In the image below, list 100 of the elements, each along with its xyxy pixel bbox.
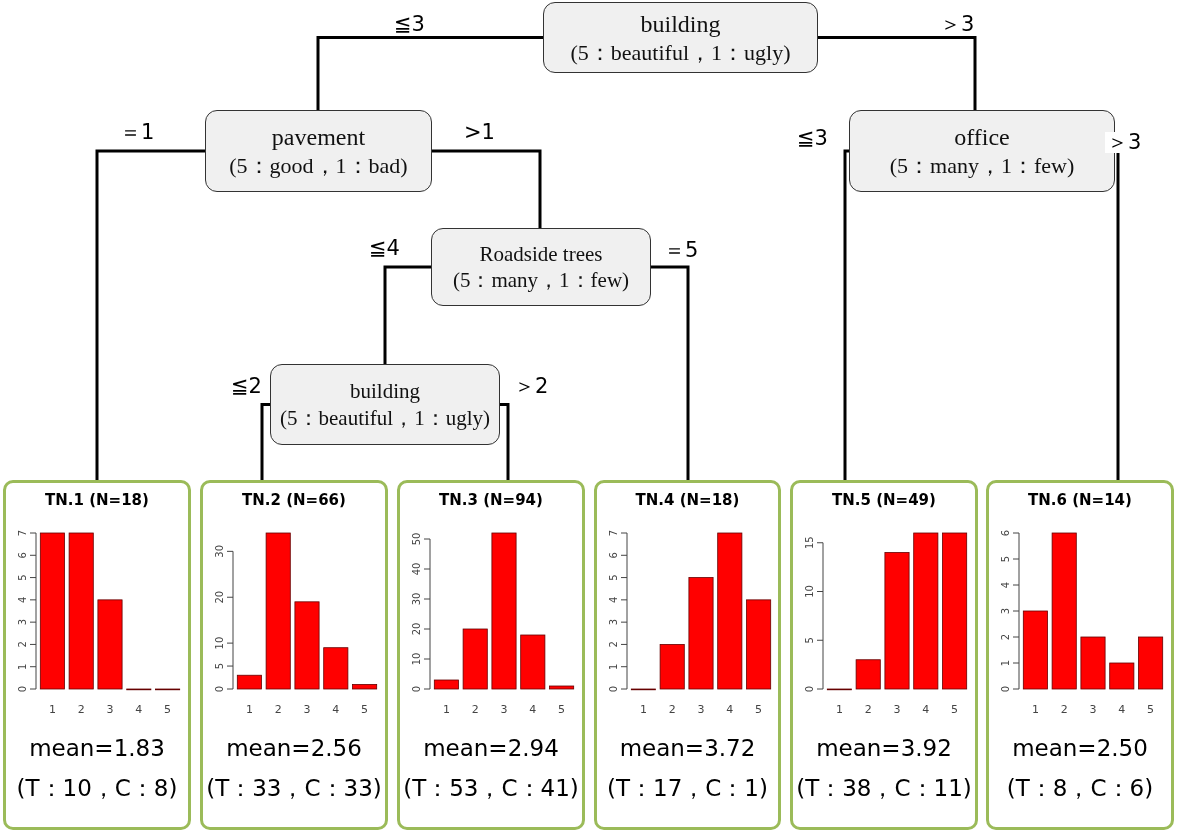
tick-label: 30 xyxy=(214,545,225,558)
terminal-node xyxy=(594,480,781,830)
tick-label: 5 xyxy=(214,662,225,670)
mean-value: mean=2.94 xyxy=(422,735,560,761)
decision-node xyxy=(431,228,651,306)
category-label: 2 xyxy=(471,703,479,716)
tick-label: 0 xyxy=(608,685,619,693)
category-label: 5 xyxy=(755,703,763,716)
node-title: Roadside trees xyxy=(479,240,603,267)
category-label: 4 xyxy=(1118,703,1126,716)
node-subtitle: (5：beautiful，1：ugly) xyxy=(570,38,791,67)
category-label: 4 xyxy=(135,703,143,716)
category-label: 1 xyxy=(48,703,56,716)
tick-label: 20 xyxy=(214,590,225,604)
tick-label: 0 xyxy=(1000,685,1011,693)
decision-node xyxy=(543,2,818,73)
node-subtitle: (5：many，1：few) xyxy=(452,267,630,294)
category-label: 3 xyxy=(106,703,114,716)
node-subtitle: (5：many，1：few) xyxy=(889,152,1075,180)
tick-label: 3 xyxy=(1000,607,1011,615)
node-title: TN.2 (N=66) xyxy=(241,491,347,509)
tick-label: 2 xyxy=(17,641,28,648)
node-title: TN.4 (N=18) xyxy=(634,491,741,509)
connector-line xyxy=(818,36,977,110)
category-label: 1 xyxy=(1031,703,1039,716)
node-title: pavement xyxy=(271,123,366,153)
category-label: 2 xyxy=(668,703,676,716)
connector-line xyxy=(316,36,543,110)
tick-label: 7 xyxy=(608,529,619,537)
category-label: 4 xyxy=(332,703,340,716)
tick-label: 6 xyxy=(1000,529,1011,537)
connector-line xyxy=(383,265,431,364)
tick-label: 4 xyxy=(17,596,28,604)
count-text: (T：17，C：1) xyxy=(606,774,769,803)
terminal-node xyxy=(3,480,191,830)
category-label: 1 xyxy=(442,703,450,716)
category-label: 5 xyxy=(1147,703,1155,716)
tick-label: 6 xyxy=(608,552,619,559)
category-label: 1 xyxy=(639,703,647,716)
mean-value: mean=3.92 xyxy=(815,735,953,761)
category-label: 4 xyxy=(922,703,930,716)
tick-label: 15 xyxy=(804,536,815,550)
tick-label: 7 xyxy=(17,529,28,537)
category-label: 3 xyxy=(893,703,901,716)
tick-label: 30 xyxy=(411,592,422,606)
tick-label: 0 xyxy=(214,685,225,693)
tick-label: 2 xyxy=(1000,633,1011,641)
connector-line xyxy=(651,265,690,480)
tick-label: 5 xyxy=(17,574,28,581)
terminal-node xyxy=(397,480,585,830)
connector-line xyxy=(843,149,849,480)
count-text: (T：33，C：33) xyxy=(205,774,383,803)
tick-label: 0 xyxy=(411,685,422,693)
tick-label: 10 xyxy=(411,652,422,666)
category-label: 2 xyxy=(864,703,872,716)
terminal-node xyxy=(986,480,1174,830)
tick-label: 1 xyxy=(1000,659,1011,667)
node-subtitle: (5：beautiful，1：ugly) xyxy=(280,404,490,431)
category-label: 3 xyxy=(1089,703,1097,716)
category-label: 4 xyxy=(726,703,734,716)
category-label: 2 xyxy=(274,703,282,716)
decision-node xyxy=(205,110,432,192)
connector-line xyxy=(500,403,510,480)
node-title: building xyxy=(640,9,721,39)
tick-label: 5 xyxy=(1000,555,1011,563)
category-label: 2 xyxy=(1060,703,1068,716)
mean-value: mean=1.83 xyxy=(28,735,166,761)
tick-label: 5 xyxy=(804,637,815,644)
connector-line xyxy=(432,149,542,228)
decision-node xyxy=(270,364,500,445)
tick-label: 0 xyxy=(17,685,28,693)
node-subtitle: (5：good，1：bad) xyxy=(229,152,408,180)
connector-line xyxy=(260,403,270,480)
tick-label: 4 xyxy=(1000,581,1011,589)
category-label: 4 xyxy=(529,703,537,716)
count-text: (T：53，C：41) xyxy=(402,774,580,803)
tick-label: 0 xyxy=(804,685,815,693)
category-label: 3 xyxy=(697,703,705,716)
tick-label: 10 xyxy=(214,636,225,650)
tick-label: 10 xyxy=(804,585,815,598)
tick-label: 3 xyxy=(608,618,619,626)
tick-label: 20 xyxy=(411,622,422,636)
node-title: TN.1 (N=18) xyxy=(44,491,150,509)
node-title: building xyxy=(350,378,420,405)
category-label: 5 xyxy=(361,703,369,716)
tick-label: 5 xyxy=(608,574,619,581)
tick-label: 2 xyxy=(608,641,619,648)
category-label: 5 xyxy=(558,703,566,716)
tick-label: 1 xyxy=(608,663,619,670)
category-label: 1 xyxy=(835,703,843,716)
tick-label: 40 xyxy=(411,562,422,576)
category-label: 5 xyxy=(164,703,172,716)
category-label: 3 xyxy=(303,703,311,716)
category-label: 2 xyxy=(77,703,85,716)
tick-label: 6 xyxy=(17,552,28,559)
terminal-node xyxy=(200,480,388,830)
category-label: 1 xyxy=(245,703,253,716)
node-title: TN.3 (N=94) xyxy=(438,491,544,509)
mean-value: mean=2.50 xyxy=(1011,735,1149,761)
connector-line xyxy=(95,149,205,480)
